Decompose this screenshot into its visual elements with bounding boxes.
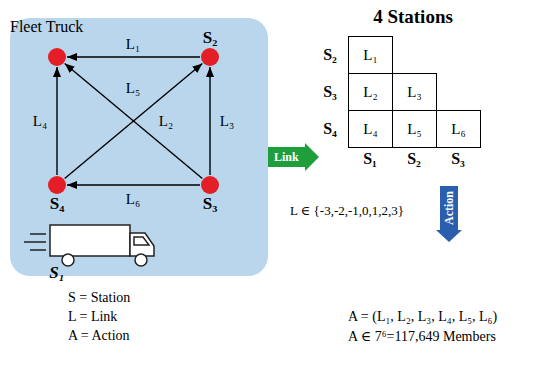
matrix-cell: L₆ xyxy=(436,110,481,148)
action-space: A ∈ 7⁶=117,649 Members xyxy=(348,328,496,345)
link-arrow xyxy=(67,184,200,185)
link-label: L₄ xyxy=(33,113,47,130)
link-arrow: Link xyxy=(268,143,319,171)
motion-line xyxy=(24,241,46,243)
link-arrow xyxy=(65,63,203,178)
link-label: L₃ xyxy=(220,113,234,130)
network-panel xyxy=(10,18,268,276)
link-arrow xyxy=(56,67,57,175)
arrow-fill xyxy=(436,186,462,242)
truck-body xyxy=(50,225,130,256)
column-label: S₂ xyxy=(407,150,421,168)
link-label: L₂ xyxy=(159,113,173,130)
matrix-cell: L₄ xyxy=(348,110,393,148)
column-label: S₁ xyxy=(363,150,377,168)
column-label: S₃ xyxy=(451,150,465,168)
link-arrow xyxy=(209,67,210,175)
definition-text: A = Action xyxy=(68,328,130,344)
network-panel: S₁ S₂ S₄ S₃ Fleet Truck xyxy=(10,18,268,276)
truck-wheel xyxy=(62,254,74,266)
definition-text: L = Link xyxy=(68,309,117,325)
connector-group xyxy=(57,57,210,185)
link-label: L₅ xyxy=(126,80,140,97)
matrix-cell: L₃ xyxy=(392,73,437,111)
truck-window xyxy=(134,237,149,245)
truck-icon xyxy=(24,225,154,266)
station-circle: S₁ xyxy=(48,48,66,66)
station-circle: S₂ xyxy=(201,48,219,66)
truck-label: Fleet Truck xyxy=(10,18,83,36)
matrix-title: 4 Stations xyxy=(373,6,453,28)
row-label: S₄ xyxy=(323,120,337,138)
motion-line xyxy=(30,233,46,235)
truck-wheel xyxy=(135,254,147,266)
truck-cab xyxy=(130,233,154,256)
action-range: L ∈ {-3,-2,-1,0,1,2,3} xyxy=(290,203,404,219)
station-circle: S₃ xyxy=(201,176,219,194)
matrix-cell: L₂ xyxy=(348,73,393,111)
station-label: S₃ xyxy=(203,195,218,213)
motion-line xyxy=(30,249,46,251)
row-label: S₃ xyxy=(323,83,337,101)
arrow-fill xyxy=(268,143,319,171)
link-label: L₆ xyxy=(126,191,140,208)
definition-text: S = Station xyxy=(68,290,130,306)
link-label: L₁ xyxy=(126,36,140,53)
action-arrow: Action xyxy=(436,186,462,242)
matrix-cell: L₁ xyxy=(348,36,393,74)
station-circle: S₄ xyxy=(48,176,66,194)
link-arrow xyxy=(65,63,203,178)
matrix-cell: L₅ xyxy=(392,110,437,148)
station-label: S₂ xyxy=(203,29,218,47)
row-label: S₂ xyxy=(323,46,337,64)
station-label: S₄ xyxy=(50,195,65,213)
link-arrow xyxy=(67,56,200,57)
arrow-label: Link xyxy=(274,150,299,164)
action-vector: A = (L₁, L₂, L₃, L₄, L₅, L₆) xyxy=(348,309,497,325)
arrow-label: Action xyxy=(442,191,456,225)
